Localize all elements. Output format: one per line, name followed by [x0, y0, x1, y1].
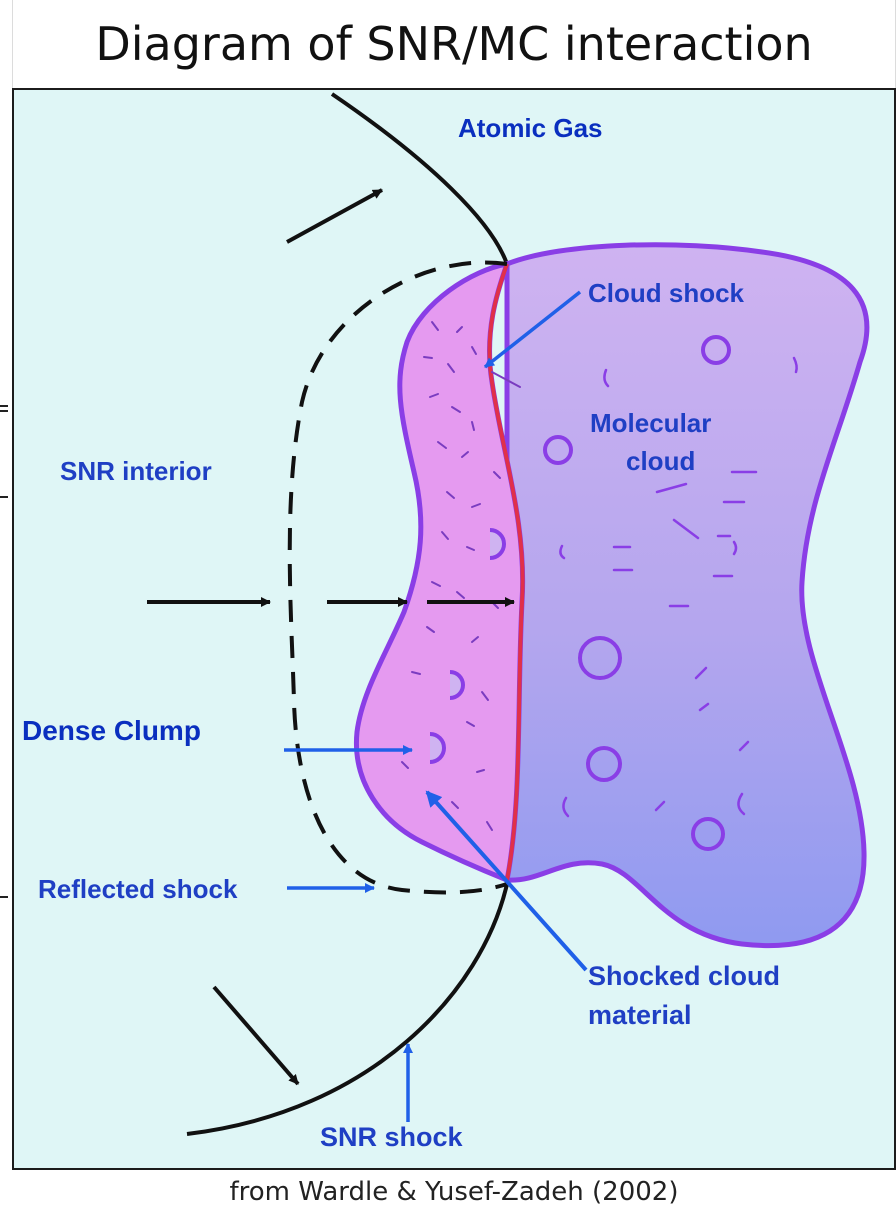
dense-clump-half — [490, 530, 504, 558]
molecular-cloud — [507, 245, 867, 946]
label-shocked-cloud-1: Shocked cloud — [588, 961, 780, 991]
edge-tick — [0, 410, 8, 412]
label-dense-clump: Dense Clump — [22, 715, 201, 746]
label-snr-shock: SNR shock — [320, 1122, 464, 1152]
flow-arrow — [287, 190, 382, 242]
label-shocked-cloud-2: material — [588, 1000, 692, 1030]
label-snr-interior: SNR interior — [60, 456, 212, 486]
label-atomic-gas: Atomic Gas — [458, 113, 603, 143]
dense-clump-half — [430, 734, 444, 762]
dense-clump-half — [450, 672, 463, 698]
diagram-frame: Atomic Gas Cloud shock Molecular cloud S… — [12, 88, 896, 1170]
edge-tick — [0, 496, 8, 498]
edge-tick — [0, 896, 8, 898]
source-caption: from Wardle & Yusef-Zadeh (2002) — [12, 1170, 896, 1214]
edge-tick — [0, 405, 8, 407]
page-title: Diagram of SNR/MC interaction — [12, 0, 896, 88]
label-cloud-shock: Cloud shock — [588, 278, 745, 308]
flow-arrow — [214, 987, 298, 1084]
snr-mc-diagram: Atomic Gas Cloud shock Molecular cloud S… — [14, 90, 896, 1170]
label-molecular-cloud-1: Molecular — [590, 408, 711, 438]
label-molecular-cloud-2: cloud — [626, 446, 695, 476]
label-reflected-shock: Reflected shock — [38, 874, 238, 904]
